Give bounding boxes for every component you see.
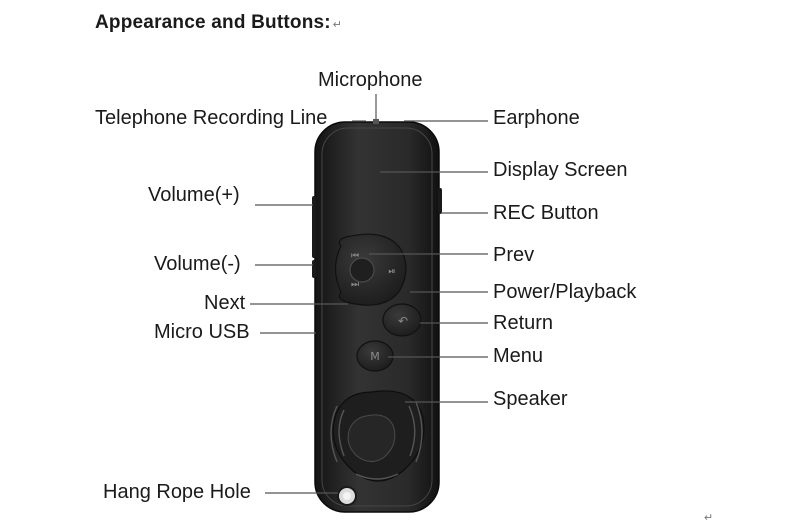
paragraph-mark: ↵	[332, 19, 343, 31]
volume-down-key	[312, 260, 316, 278]
label-hang-rope-hole: Hang Rope Hole	[103, 481, 251, 503]
label-prev: Prev	[493, 244, 535, 266]
menu-icon: M	[370, 350, 380, 363]
page-heading: Appearance and Buttons:↵	[95, 12, 342, 34]
label-earphone: Earphone	[493, 107, 580, 129]
label-power-playback: Power/Playback	[493, 281, 637, 303]
label-micro-usb: Micro USB	[154, 321, 250, 343]
label-display-screen: Display Screen	[493, 159, 628, 181]
label-volume-up: Volume(+)	[148, 184, 240, 206]
label-volume-down: Volume(-)	[154, 253, 241, 275]
speaker-arc	[415, 401, 423, 463]
power-playback-icon: ⏯	[388, 267, 395, 277]
label-microphone: Microphone	[318, 69, 423, 91]
hang-rope-hole-inner	[343, 492, 351, 500]
rec-key	[438, 188, 442, 214]
label-speaker: Speaker	[493, 388, 568, 410]
label-return: Return	[493, 312, 554, 334]
return-key	[382, 303, 422, 337]
microphone-hole	[373, 119, 379, 124]
heading-text: Appearance and Buttons:	[95, 12, 331, 33]
speaker-arc	[355, 473, 399, 480]
leader-lines	[250, 94, 488, 494]
label-telephone-recording-line: Telephone Recording Line	[95, 107, 328, 129]
volume-up-key	[312, 196, 316, 258]
speaker-arc	[408, 405, 416, 457]
power-playback-ring	[349, 257, 375, 283]
trailing-paragraph-mark: ↵	[704, 512, 714, 524]
next-icon: ⏭	[351, 280, 359, 290]
device-bevel	[321, 127, 433, 507]
speaker-arc	[330, 405, 338, 463]
speaker-arc	[338, 409, 345, 457]
return-icon: ↶	[398, 314, 408, 328]
speaker-center	[347, 414, 396, 462]
label-next: Next	[204, 292, 246, 314]
label-menu: Menu	[493, 345, 544, 367]
menu-key	[356, 340, 394, 372]
prev-icon: ⏮	[351, 251, 359, 261]
label-rec-button: REC Button	[493, 202, 599, 224]
